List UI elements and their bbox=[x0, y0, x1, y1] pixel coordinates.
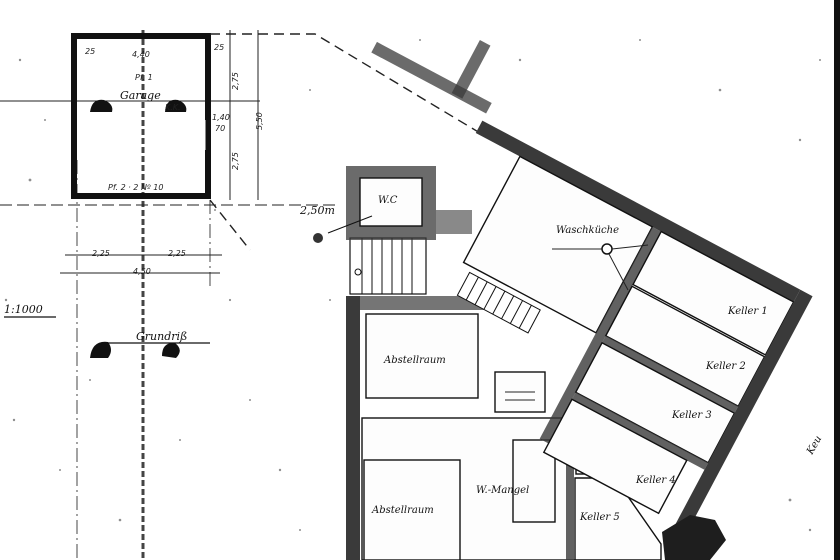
dim-left: 2,25 bbox=[92, 249, 110, 258]
drain-symbol-icon bbox=[313, 233, 323, 243]
plan-title: Grundriß bbox=[136, 330, 187, 343]
title-ornament-left-icon bbox=[90, 341, 111, 358]
title-block: 1:1000 Grundriß bbox=[4, 303, 210, 358]
garage-dim-side-upper: 2,75 bbox=[231, 72, 240, 90]
grid-lines bbox=[0, 30, 340, 560]
garage-wheel-right-icon bbox=[165, 99, 187, 112]
room-abstellraum-2 bbox=[363, 459, 461, 560]
room-label-keller-3: Keller 3 bbox=[671, 410, 712, 421]
garage-dim-door-sub: 70 bbox=[215, 124, 225, 133]
room-abstellraum-1 bbox=[365, 313, 479, 399]
floor-drain-icon bbox=[601, 243, 613, 255]
title-ornament-right-icon bbox=[162, 342, 180, 358]
corner-wall bbox=[662, 515, 726, 560]
garage-note-top: Pf. 1 bbox=[135, 73, 153, 82]
room-label-wc: W.C bbox=[378, 195, 398, 206]
garage-label: Garage bbox=[120, 89, 161, 102]
dim-right: 2,25 bbox=[168, 249, 186, 258]
property-line bbox=[210, 33, 501, 146]
edge-note: Keu bbox=[805, 434, 825, 457]
garage-note-bottom: Pf. 2 · 2 Nº 10 bbox=[108, 183, 163, 192]
room-label-wmangel: W.-Mangel bbox=[476, 485, 529, 496]
room-keller-4 bbox=[542, 398, 688, 515]
property-line-lower bbox=[209, 199, 251, 251]
room-label-keller-4: Keller 4 bbox=[635, 475, 676, 486]
garage-dim-side-total: 5,50 bbox=[255, 112, 264, 130]
scale-label: 1:1000 bbox=[4, 303, 43, 316]
room-keller-1 bbox=[632, 230, 795, 356]
dimensions-below-garage: 2,25 2,25 4,50 bbox=[92, 249, 186, 276]
scan-edge bbox=[834, 0, 840, 560]
room-label-keller-1: Keller 1 bbox=[727, 306, 768, 317]
scan-noise bbox=[4, 39, 821, 532]
garage: Garage Pf. 1 K.K. Pf. 2 · 2 Nº 10 25 4,4… bbox=[71, 33, 264, 199]
staircase-main bbox=[349, 237, 427, 295]
room-label-abstellraum-1: Abstellraum bbox=[383, 355, 446, 366]
wc-distance-note: 2,50m bbox=[299, 204, 335, 217]
garage-dim-top-left: 25 bbox=[85, 47, 95, 56]
room-label-keller-5: Keller 5 bbox=[579, 512, 620, 523]
garage-dim-door: 1,40 bbox=[212, 113, 230, 122]
dim-total: 4,50 bbox=[133, 267, 151, 276]
garage-mark: K.K. bbox=[165, 103, 181, 112]
room-label-keller-2: Keller 2 bbox=[705, 361, 746, 372]
room-wc-group: W.C 2,50m bbox=[299, 166, 472, 243]
room-label-waschkueche: Waschküche bbox=[556, 225, 619, 236]
room-wc bbox=[359, 177, 423, 227]
garage-dim-side-lower: 2,75 bbox=[231, 152, 240, 170]
garage-dim-top-mid: 4,40 bbox=[132, 50, 150, 59]
room-label-abstellraum-2: Abstellraum bbox=[371, 505, 434, 516]
building-wing bbox=[371, 40, 813, 535]
garage-wheel-left-icon bbox=[90, 99, 113, 112]
building-main: Abstellraum Abstellraum W.-Mangel Keller… bbox=[346, 296, 662, 560]
garage-dim-top-right: 25 bbox=[214, 43, 224, 52]
